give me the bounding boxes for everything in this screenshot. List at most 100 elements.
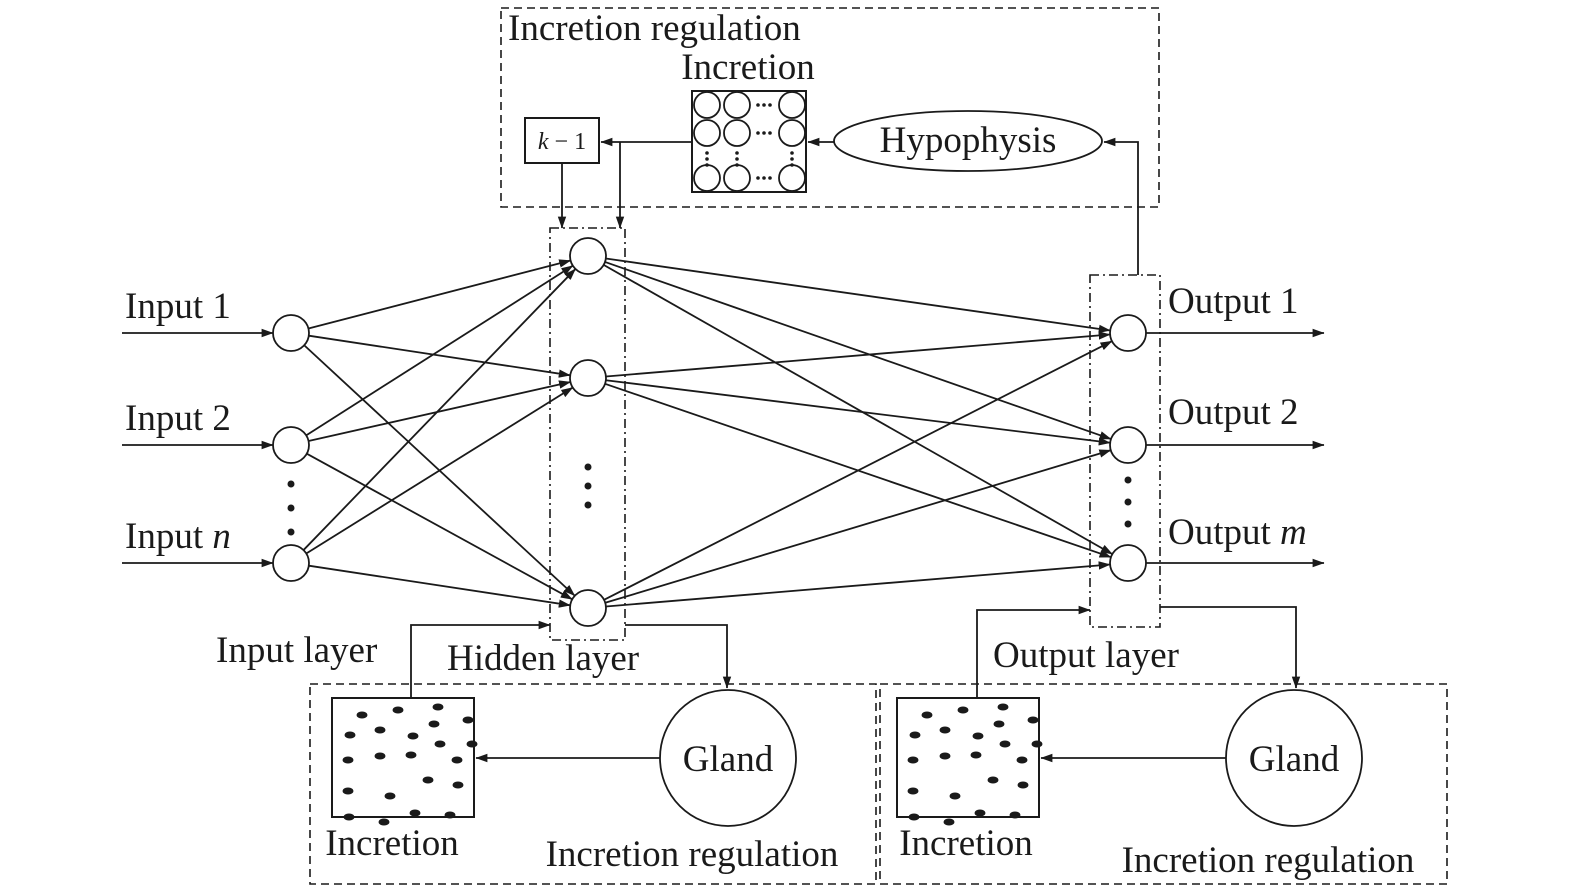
matrix-dot-14	[735, 163, 739, 167]
input-n-label: Input n	[125, 516, 231, 557]
output-particle-11	[939, 752, 951, 760]
hidden-incretion-particles	[342, 703, 478, 826]
input-node-1	[272, 314, 310, 352]
hidden-particle-4	[344, 731, 356, 739]
output-node-2	[1109, 426, 1147, 464]
edge-hid2-out0	[603, 340, 1113, 601]
output-particle-8	[972, 732, 984, 740]
hidden-to-gland-arrow	[625, 624, 732, 689]
hidden-regulation-frame	[309, 683, 877, 885]
matrix-dot-13	[735, 157, 739, 161]
output-layer-label: Output layer	[993, 635, 1179, 676]
matrix-cell-7	[723, 164, 751, 192]
output-incretion-particles	[907, 703, 1043, 826]
input-node-n	[272, 544, 310, 582]
output-particle-4	[909, 731, 921, 739]
output-particle-9	[999, 740, 1011, 748]
delay-label: k − 1	[538, 129, 586, 155]
hidden-node-2	[569, 359, 607, 397]
hidden-particle-1	[392, 706, 404, 714]
output-m-label: Output m	[1168, 512, 1307, 553]
hidden-layer-label: Hidden layer	[447, 638, 639, 679]
output-node-m	[1109, 544, 1147, 582]
output-node-1	[1109, 314, 1147, 352]
hidden-incretion-box	[331, 697, 475, 818]
output-particle-16	[1017, 781, 1029, 789]
output-particle-17	[949, 792, 961, 800]
delay-box	[524, 117, 600, 164]
matrix-cell-2	[778, 91, 806, 119]
output-gland-label: Gland	[1249, 739, 1340, 780]
output-particle-0	[921, 711, 933, 719]
output-particle-18	[908, 813, 920, 821]
hidden-particle-5	[374, 726, 386, 734]
output-particle-1	[957, 706, 969, 714]
output-to-hypophysis-arrow	[1103, 137, 1139, 275]
matrix-dot-5	[768, 131, 772, 135]
hidden-particle-19	[378, 818, 390, 826]
hidden-node-k	[569, 589, 607, 627]
matrix-dot-12	[735, 151, 739, 155]
output-to-gland-arrow	[1160, 606, 1301, 689]
edge-hid2-out1	[604, 449, 1112, 604]
edge-in2-hid0	[302, 268, 577, 551]
edge-in2-hid2	[308, 564, 571, 608]
hidden-ellipsis	[584, 463, 592, 509]
output-incretion-label: Incretion	[899, 823, 1033, 864]
output-layer-frame	[1089, 274, 1161, 628]
hidden-particle-2	[432, 703, 444, 711]
hidden-particle-16	[452, 781, 464, 789]
edge-in0-hid1	[308, 334, 571, 378]
input-layer-label: Input layer	[216, 630, 377, 671]
hidden-particle-11	[374, 752, 386, 760]
output-incretion-box	[896, 697, 1040, 818]
output-particle-2	[997, 703, 1009, 711]
matrix-dot-17	[790, 163, 794, 167]
hypophysis	[833, 110, 1103, 172]
matrix-dot-8	[768, 176, 772, 180]
output-particle-21	[1009, 811, 1021, 819]
connection-lines	[122, 137, 1325, 763]
output-particle-12	[970, 751, 982, 759]
matrix-dot-2	[768, 103, 772, 107]
edge-in2-hid1	[305, 386, 574, 555]
matrix-dot-3	[756, 131, 760, 135]
output-particle-20	[974, 809, 986, 817]
output-ellipsis	[1124, 476, 1132, 528]
matrix-dot-9	[705, 151, 709, 155]
hidden-particle-9	[434, 740, 446, 748]
edge-in1-hid2	[306, 452, 573, 601]
matrix-dot-7	[762, 176, 766, 180]
top-regulation-title: Incretion regulation	[508, 8, 801, 49]
hidden-particle-17	[384, 792, 396, 800]
output-particle-19	[943, 818, 955, 826]
hidden-particle-10	[466, 740, 478, 748]
matrix-dot-0	[756, 103, 760, 107]
output-particle-6	[993, 720, 1005, 728]
hidden-particle-20	[409, 809, 421, 817]
top-incretion-label: Incretion	[681, 47, 815, 88]
hidden-particle-18	[343, 813, 355, 821]
matrix-dot-11	[705, 163, 709, 167]
edge-in1-hid0	[305, 264, 574, 437]
output-gland	[1225, 689, 1363, 827]
edge-in0-hid0	[308, 259, 572, 330]
matrix-cell-1	[723, 91, 751, 119]
output-particle-5	[939, 726, 951, 734]
matrix-dot-10	[705, 157, 709, 161]
hidden-incretion-to-layer-arrow	[410, 620, 551, 698]
hidden-particle-6	[428, 720, 440, 728]
hidden-particle-8	[407, 732, 419, 740]
matrix-cell-3	[693, 119, 721, 147]
hidden-particle-12	[405, 751, 417, 759]
matrix-cell-4	[723, 119, 751, 147]
matrix-dot-6	[756, 176, 760, 180]
edge-hid0-out2	[603, 264, 1113, 555]
output-particle-10	[1031, 740, 1043, 748]
hidden-particle-0	[356, 711, 368, 719]
output-particle-7	[907, 756, 919, 764]
hidden-layer-frame	[549, 227, 626, 641]
hidden-particle-15	[422, 776, 434, 784]
output-particle-14	[907, 787, 919, 795]
